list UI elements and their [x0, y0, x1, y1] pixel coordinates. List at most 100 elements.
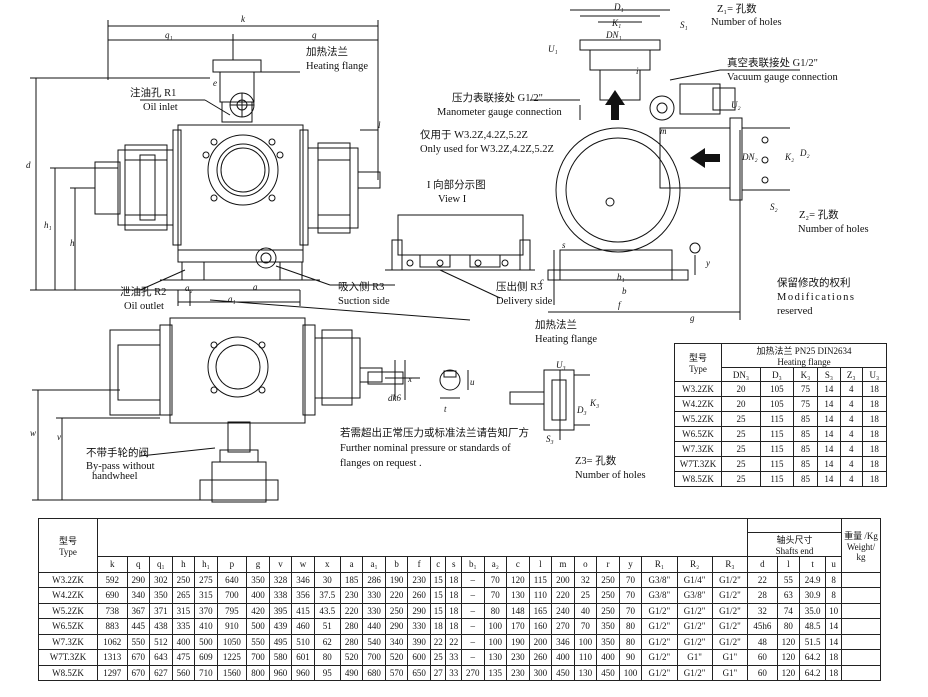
main-value-cell: 250 — [384, 602, 409, 619]
reserved-en-2: reserved — [777, 306, 813, 317]
main-value-cell — [841, 571, 881, 588]
main-value-cell: 415 — [291, 602, 315, 619]
suction-cn: 吸入侧 R3 — [338, 282, 385, 293]
shaft-header-blank — [747, 518, 842, 533]
side-view — [530, 9, 800, 320]
main-value-cell: 64.2 — [799, 664, 827, 681]
main-value-cell: 48 — [747, 633, 778, 650]
bypass-cn: 不带手轮的阀 — [86, 448, 149, 459]
main-type-cell: W3.2ZK — [38, 571, 98, 588]
main-value-cell: 148 — [506, 602, 530, 619]
main-value-cell: G1/2" — [641, 664, 678, 681]
main-value-cell: 290 — [126, 571, 151, 588]
main-value-cell: G1/2" — [676, 664, 713, 681]
main-value-cell: 370 — [194, 602, 218, 619]
main-value-cell: 190 — [384, 571, 409, 588]
main-value-cell: – — [461, 587, 485, 604]
flange-value-cell: 14 — [817, 396, 841, 412]
main-value-cell: 640 — [216, 571, 248, 588]
main-value-cell: 95 — [313, 664, 341, 681]
main-value-cell: 25 — [573, 587, 598, 604]
flange-value-cell: 25 — [721, 456, 761, 472]
bypass-en-1: By-pass without — [86, 461, 155, 472]
main-value-cell: 32 — [573, 571, 598, 588]
flange-value-cell: 14 — [817, 381, 841, 397]
flange-value-cell: 14 — [817, 441, 841, 457]
main-value-cell: 35.0 — [799, 602, 827, 619]
dim-b: b — [622, 286, 627, 296]
main-value-cell: 495 — [268, 633, 293, 650]
main-col-header: w — [291, 556, 315, 573]
main-value-cell: 510 — [291, 633, 315, 650]
main-value-cell: 270 — [461, 664, 485, 681]
main-col-header: p — [216, 556, 248, 573]
flange-value-cell: 20 — [721, 396, 761, 412]
flange-col-header: K₃ — [792, 367, 819, 382]
main-value-cell: 601 — [291, 649, 315, 666]
main-value-cell: 120 — [506, 571, 530, 588]
weight-header: 重量 /Kg Weight/ kg — [841, 518, 881, 573]
main-value-cell: 520 — [339, 649, 364, 666]
main-value-cell: G3/8" — [641, 571, 678, 588]
main-value-cell: 390 — [407, 633, 431, 650]
main-value-cell: 18 — [825, 664, 842, 681]
dim-s: s — [562, 240, 566, 250]
main-value-cell — [841, 602, 881, 619]
main-value-cell: 64.2 — [799, 649, 827, 666]
main-value-cell: 270 — [551, 618, 575, 635]
main-value-cell: 609 — [194, 649, 218, 666]
flange-col-header: S₃ — [817, 367, 841, 382]
delivery-cn: 压出侧 R3 — [496, 282, 543, 293]
flange-value-cell: 75 — [792, 381, 819, 397]
main-value-cell: 795 — [216, 602, 248, 619]
vacuum-cn: 真空表联接处 G1/2" — [727, 58, 818, 69]
main-value-cell: – — [461, 618, 485, 635]
main-value-cell: 100 — [483, 618, 508, 635]
main-value-cell: 230 — [506, 664, 530, 681]
flange-type-cell: W7.3ZK — [674, 441, 722, 457]
main-value-cell: 960 — [291, 664, 315, 681]
main-value-cell: 80 — [776, 618, 801, 635]
main-value-cell: 15 — [429, 571, 447, 588]
dim-m: m — [660, 126, 667, 136]
flange-value-cell: 75 — [792, 396, 819, 412]
shaft-key-detail — [367, 360, 469, 400]
dim-dn1: DN₁ — [606, 30, 622, 40]
main-value-cell: 110 — [573, 649, 598, 666]
delivery-en: Delivery side — [496, 296, 553, 307]
main-value-cell: 400 — [246, 587, 270, 604]
dim-a: a — [253, 282, 258, 292]
main-value-cell: 15 — [429, 587, 447, 604]
main-value-cell: 315 — [171, 602, 196, 619]
main-col-header: x — [313, 556, 341, 573]
main-value-cell: G1/2" — [641, 633, 678, 650]
main-col-header: k — [97, 556, 128, 573]
main-value-cell: 500 — [194, 633, 218, 650]
main-type-cell: W5.2ZK — [38, 602, 98, 619]
dim-x: x — [408, 374, 412, 384]
flow-arrows — [605, 90, 720, 168]
flange-value-cell: 115 — [759, 471, 794, 487]
main-value-cell: 1560 — [216, 664, 248, 681]
flange-type-cell: W4.2ZK — [674, 396, 722, 412]
flange-title: 加热法兰 PN25 DIN2634 Heating flange — [721, 343, 887, 368]
main-value-cell: 60 — [747, 664, 778, 681]
main-value-cell: 410 — [194, 618, 218, 635]
main-value-cell: 300 — [528, 664, 553, 681]
main-value-cell: 240 — [551, 602, 575, 619]
main-value-cell: G1/2" — [641, 618, 678, 635]
main-value-cell: 350 — [596, 633, 620, 650]
main-value-cell: 960 — [268, 664, 293, 681]
main-value-cell: 350 — [246, 571, 270, 588]
main-value-cell: 367 — [126, 602, 151, 619]
main-value-cell: 710 — [194, 664, 218, 681]
main-col-header: y — [618, 556, 643, 573]
main-value-cell: 550 — [126, 633, 151, 650]
main-value-cell: 32 — [747, 602, 778, 619]
main-value-cell: 450 — [551, 664, 575, 681]
main-value-cell: 70 — [618, 587, 643, 604]
main-value-cell: 438 — [149, 618, 173, 635]
